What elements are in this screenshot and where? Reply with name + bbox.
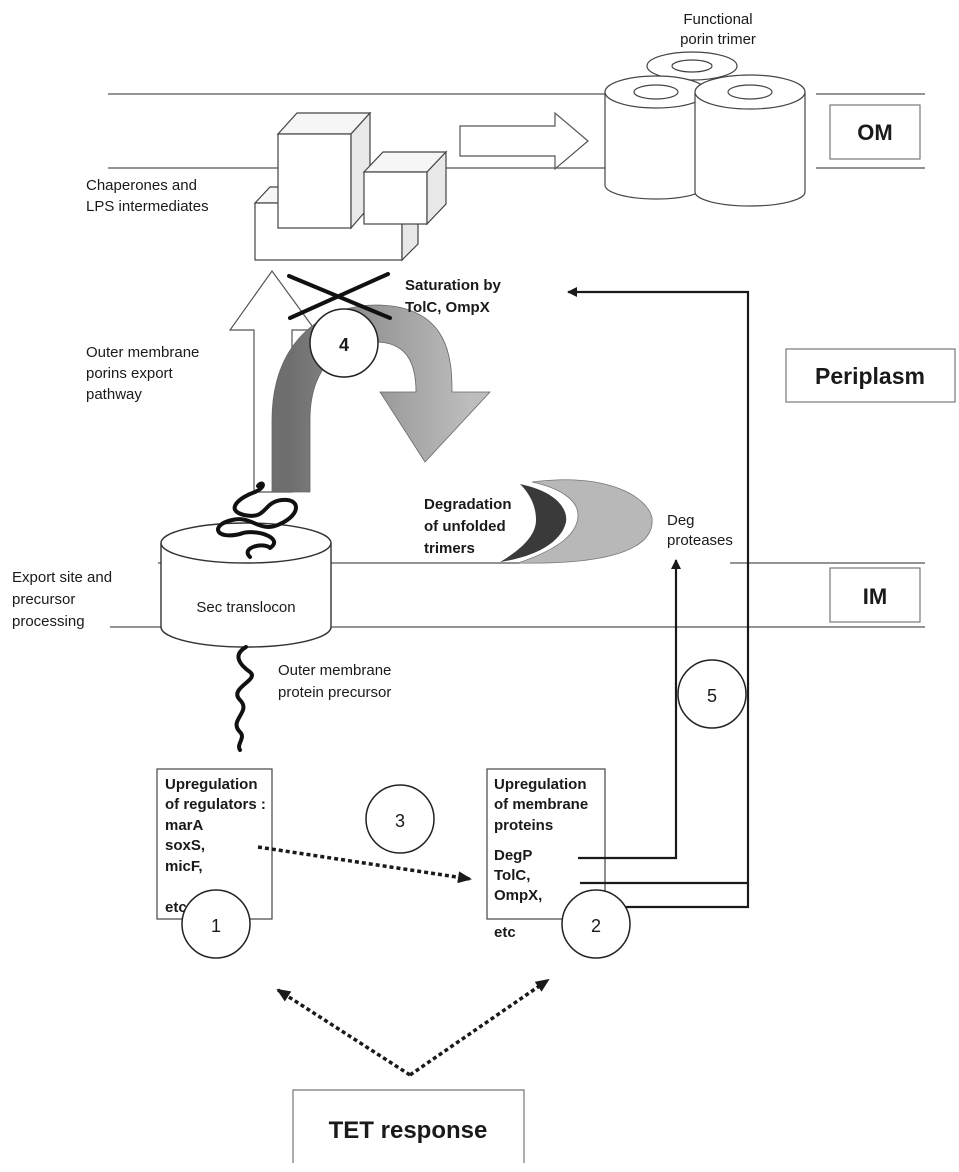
precursor-chain — [234, 645, 254, 752]
saturation-cross — [287, 272, 392, 320]
degradation-label-line1: Degradation — [424, 496, 512, 513]
deg-protease-shape — [500, 479, 653, 564]
membrane-line-5: TolC, — [494, 867, 530, 884]
chaperones-label-line1: Chaperones and — [86, 177, 197, 194]
regulators-line-1: Upregulation — [165, 776, 258, 793]
membrane-line-1: Upregulation — [494, 776, 587, 793]
export-pathway-label-line3: pathway — [86, 386, 142, 403]
export-site-label-line1: Export site and — [12, 569, 112, 586]
membrane-line-3: proteins — [494, 817, 553, 834]
saturation-label-line2: TolC, OmpX — [405, 299, 490, 316]
periplasm-label-box: Periplasm — [785, 348, 956, 403]
precursor-label-line1: Outer membrane — [278, 662, 391, 679]
chaperone-blocks — [253, 111, 448, 262]
step-1-circle: 1 — [181, 889, 251, 959]
regulators-line-5: micF, — [165, 858, 203, 875]
dotted-arrows — [257, 845, 550, 1077]
sec-translocon — [160, 522, 332, 648]
porin-label-line1: Functional — [683, 11, 752, 28]
tet-response-box: TET response — [292, 1089, 525, 1163]
step-4-circle: 4 — [309, 308, 379, 378]
membrane-box-text: Upregulation of membrane proteins DegP T… — [494, 776, 588, 941]
step-5-circle: 5 — [677, 659, 747, 729]
sec-translocon-label: Sec translocon — [196, 599, 295, 616]
export-pathway-label-line2: porins export — [86, 365, 174, 382]
precursor-label-line2: protein precursor — [278, 684, 391, 701]
export-pathway-label-line1: Outer membrane — [86, 344, 199, 361]
deg-label-line2: proteases — [667, 532, 733, 549]
regulators-line-3: marA — [165, 817, 204, 834]
connector-lines — [567, 287, 750, 909]
porin-trimer — [604, 51, 806, 207]
om-label-box: OM — [829, 104, 921, 160]
step-3-label: 3 — [395, 811, 405, 831]
regulators-line-2: of regulators : — [165, 796, 266, 813]
export-site-label-line3: processing — [12, 613, 85, 630]
chaperones-label-line2: LPS intermediates — [86, 198, 209, 215]
tet-response-label: TET response — [329, 1117, 488, 1144]
membrane-line-2: of membrane — [494, 796, 588, 813]
regulators-to-membrane-arrow — [257, 845, 472, 884]
membrane-line-8: etc — [494, 924, 516, 941]
saturation-label-line1: Saturation by — [405, 277, 502, 294]
unfolded-protein — [216, 481, 298, 559]
degradation-arc-arrow — [271, 304, 491, 493]
step-3-circle: 3 — [365, 784, 435, 854]
ompx-to-saturation-line — [567, 287, 750, 909]
degp-to-proteases-line — [578, 559, 681, 860]
om-label: OM — [857, 120, 892, 145]
degradation-label-line3: trimers — [424, 540, 475, 557]
porin-label-line2: porin trimer — [680, 31, 756, 48]
tet-to-membrane-arrow — [409, 978, 550, 1077]
im-label: IM — [863, 584, 887, 609]
tet-to-regulators-arrow — [276, 988, 411, 1077]
degradation-label-line2: of unfolded — [424, 518, 506, 535]
membrane-line-6: OmpX, — [494, 887, 542, 904]
step-2-label: 2 — [591, 916, 601, 936]
membrane-line-4: DegP — [494, 847, 532, 864]
regulators-box-text: Upregulation of regulators : marA soxS, … — [165, 776, 266, 916]
regulators-line-7: etc — [165, 899, 187, 916]
export-site-label-line2: precursor — [12, 591, 75, 608]
periplasm-label: Periplasm — [815, 363, 925, 389]
step-2-circle: 2 — [561, 889, 631, 959]
to-porin-arrow — [459, 111, 589, 171]
step-4-label: 4 — [339, 335, 349, 355]
step-5-label: 5 — [707, 686, 717, 706]
deg-label-line1: Deg — [667, 512, 695, 529]
im-label-box: IM — [829, 567, 921, 623]
regulators-line-4: soxS, — [165, 837, 205, 854]
step-1-label: 1 — [211, 916, 221, 936]
